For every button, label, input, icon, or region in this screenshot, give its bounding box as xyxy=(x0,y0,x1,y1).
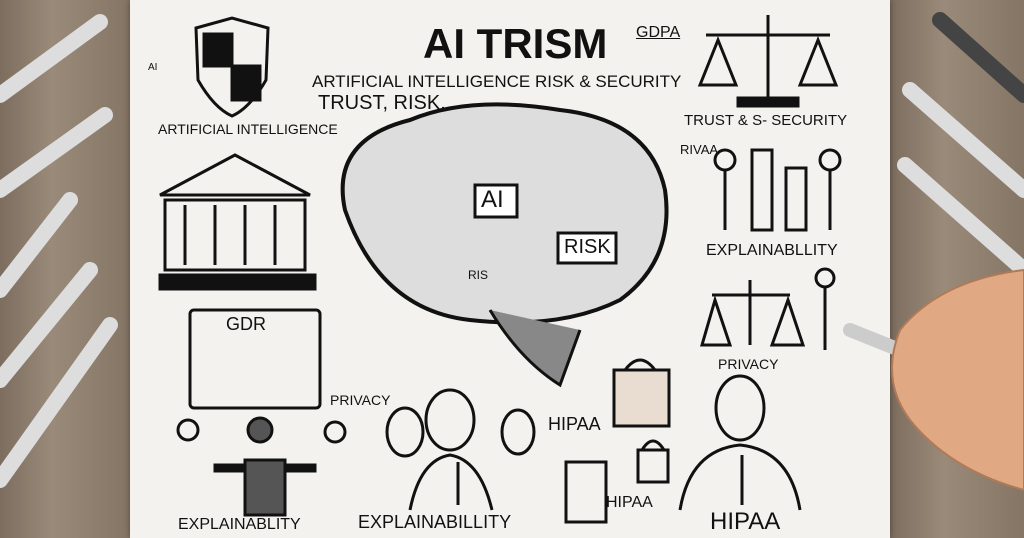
subtitle-risk-security: ARTIFICIAL INTELLIGENCE RISK & SECURITY xyxy=(312,72,682,91)
label-explainability-right: EXPLAINABLLITY xyxy=(706,242,838,259)
pen-icon xyxy=(0,12,1024,488)
subtitle-trust-risk: TRUST, RISK, xyxy=(318,92,446,114)
people-standing-icon xyxy=(713,148,842,350)
scales-of-justice-icon xyxy=(697,15,839,108)
brain-icon xyxy=(340,102,669,388)
brain-label-risk: RISK xyxy=(564,236,611,258)
brain-label-ai: AI xyxy=(481,186,504,213)
label-ai-small: AI xyxy=(148,62,158,73)
page-title: AI TRISM xyxy=(423,20,608,67)
label-trust-security: TRUST & S- SECURITY xyxy=(684,112,848,129)
gdpa-label: GDPA xyxy=(636,24,681,41)
brain-label-ris: RIS xyxy=(468,268,489,282)
businesspeople-icon xyxy=(385,388,536,511)
label-rivaa: RIVAA xyxy=(680,142,719,157)
lock-icon xyxy=(612,358,671,484)
label-hipaa-1: HIPAA xyxy=(548,414,601,434)
hand-holding-pen-icon xyxy=(843,268,1024,492)
faceless-person-icon xyxy=(678,374,802,511)
label-hipaa-2: HIPAA xyxy=(606,494,653,511)
dashboard-icon xyxy=(188,308,322,410)
people-meeting-icon xyxy=(176,416,347,517)
shield-icon xyxy=(194,16,270,118)
label-gdr: GDR xyxy=(226,314,266,334)
scales-small-icon xyxy=(700,280,806,347)
label-explainability-bottom-left: EXPLAINABLITY xyxy=(178,516,301,533)
courthouse-icon xyxy=(158,153,317,291)
label-hipaa-3: HIPAA xyxy=(710,508,781,535)
label-explainability-bottom-mid: EXPLAINABILLITY xyxy=(358,512,512,532)
label-artificial-intelligence: ARTIFICIAL INTELLIGENCE xyxy=(158,121,338,137)
label-privacy-right: PRIVACY xyxy=(718,356,779,372)
label-privacy-left: PRIVACY xyxy=(330,392,391,408)
trash-bin-icon xyxy=(564,460,608,524)
